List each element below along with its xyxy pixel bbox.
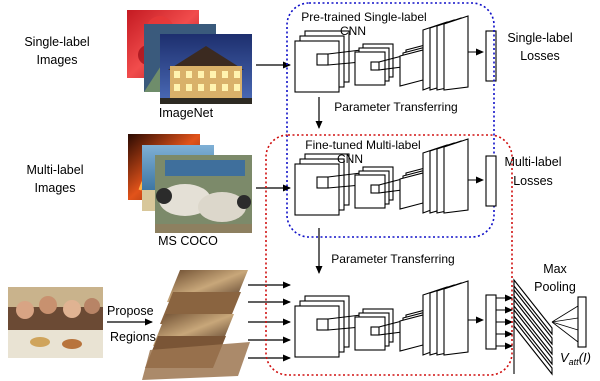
hotel-photo	[160, 34, 252, 104]
imagenet-label: ImageNet	[159, 106, 214, 120]
propose-label: Propose	[107, 304, 154, 318]
regions-label: Regions	[110, 330, 156, 344]
finetuned-network-boundary	[265, 134, 513, 376]
single-label-cnn	[294, 15, 497, 93]
multi-label-images-label-line1: Multi-label	[27, 163, 84, 177]
multi-network-title-line2: CNN	[337, 152, 363, 166]
pooling-fan-lines	[551, 305, 579, 343]
multi-network-title-line1: Fine-tuned Multi-label	[305, 138, 420, 152]
sheep-photo	[155, 155, 252, 233]
max-pooling-label-line2: Pooling	[534, 280, 576, 294]
single-network-title-line2: CNN	[340, 24, 366, 38]
pretrained-network-boundary	[286, 2, 495, 238]
region-score-arrows	[496, 294, 513, 350]
coco-image-stack	[128, 134, 252, 233]
ms-coco-label: MS COCO	[158, 234, 218, 248]
attention-output-label: Vatt(I)	[560, 350, 591, 367]
multi-label-cnn	[294, 138, 497, 216]
final-output-vector	[577, 296, 587, 348]
parameter-transferring-label-2: Parameter Transferring	[331, 252, 454, 266]
multi-label-losses-line2: Losses	[513, 174, 553, 188]
single-network-title-line1: Pre-trained Single-label	[301, 10, 426, 24]
region-input-arrows	[248, 281, 291, 362]
region-crops-stack	[142, 270, 250, 380]
single-label-images-label-line1: Single-label	[24, 35, 89, 49]
single-label-row: Single-label Images	[24, 2, 573, 238]
single-label-images-label-line2: Images	[37, 53, 78, 67]
max-pooling-layers	[513, 278, 553, 376]
region-row: Propose Regions	[8, 262, 591, 380]
dinner-photo	[8, 287, 103, 358]
imagenet-image-stack	[127, 10, 252, 104]
max-pooling-label-line1: Max	[543, 262, 567, 276]
single-label-losses-line1: Single-label	[507, 31, 572, 45]
parameter-transferring-label-1: Parameter Transferring	[334, 100, 457, 114]
single-label-losses-line2: Losses	[520, 49, 560, 63]
region-cnn	[294, 280, 497, 358]
multi-label-losses-line1: Multi-label	[505, 155, 562, 169]
multi-label-images-label-line2: Images	[35, 181, 76, 195]
multi-label-row: Multi-label Images MS COCO	[27, 134, 562, 248]
